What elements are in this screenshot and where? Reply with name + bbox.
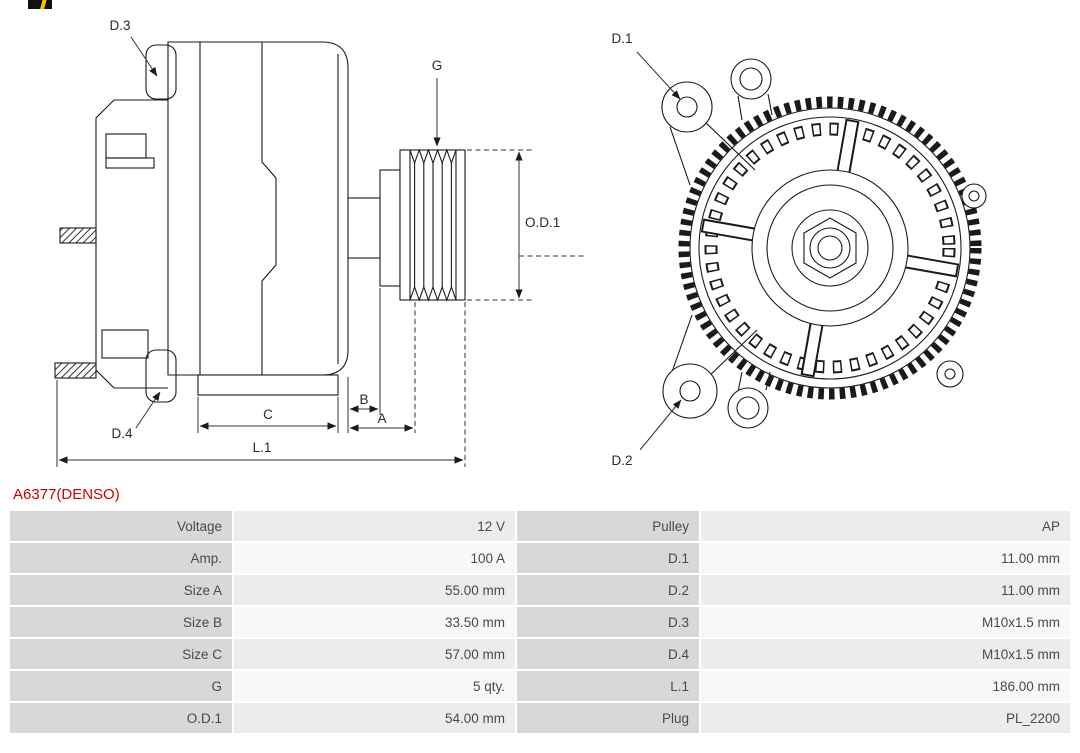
stator-teeth-ring xyxy=(678,96,982,400)
spec-row: O.D.1 54.00 mm Plug PL_2200 xyxy=(10,703,1070,733)
spec-value-cell: 33.50 mm xyxy=(234,607,515,637)
spec-value-cell: 11.00 mm xyxy=(701,543,1070,573)
dim-label-d4: D.4 xyxy=(111,426,133,441)
spec-row: Size B 33.50 mm D.3 M10x1.5 mm xyxy=(10,607,1070,637)
spec-row: G 5 qty. L.1 186.00 mm xyxy=(10,671,1070,701)
spec-value-cell: M10x1.5 mm xyxy=(701,607,1070,637)
spec-row: Amp. 100 A D.1 11.00 mm xyxy=(10,543,1070,573)
dim-label-d2: D.2 xyxy=(611,453,632,468)
alternator-diagram-svg: D.3 D.4 G O.D.1 C B A L.1 xyxy=(54,18,987,468)
spec-value-cell: 100 A xyxy=(234,543,515,573)
dim-label-d3: D.3 xyxy=(109,18,130,33)
spec-label-cell: Size A xyxy=(10,575,232,605)
spec-label-cell: L.1 xyxy=(517,671,699,701)
bottom-lug xyxy=(197,374,339,396)
technical-drawing: D.3 D.4 G O.D.1 C B A L.1 xyxy=(54,18,987,468)
spec-label-cell: Size C xyxy=(10,639,232,669)
spec-label-cell: Size B xyxy=(10,607,232,637)
spec-value-cell: 57.00 mm xyxy=(234,639,515,669)
dim-label-b: B xyxy=(359,392,368,407)
part-number: A6377(DENSO) xyxy=(13,486,120,503)
body-contour xyxy=(261,42,277,375)
mounting-ear-bottom xyxy=(145,349,177,403)
spec-row: Voltage 12 V Pulley AP xyxy=(10,511,1070,541)
spec-value-cell: PL_2200 xyxy=(701,703,1070,733)
spec-label-cell: Plug xyxy=(517,703,699,733)
spec-label-cell: O.D.1 xyxy=(10,703,232,733)
mounting-hole-d2 xyxy=(679,380,701,402)
spec-label-cell: Amp. xyxy=(10,543,232,573)
shaft xyxy=(347,197,381,259)
mounting-hole-d1 xyxy=(676,96,698,118)
spec-value-cell: 54.00 mm xyxy=(234,703,515,733)
dim-label-a: A xyxy=(377,411,386,426)
front-view xyxy=(661,58,987,429)
dim-label-od1: O.D.1 xyxy=(525,215,560,230)
side-view xyxy=(54,41,466,403)
spec-row: Size A 55.00 mm D.2 11.00 mm xyxy=(10,575,1070,605)
front-view-dimensions xyxy=(636,51,682,451)
rear-housing xyxy=(95,99,168,389)
terminal-stud-upper xyxy=(59,227,97,244)
spec-value-cell: M10x1.5 mm xyxy=(701,639,1070,669)
spec-value-cell: AP xyxy=(701,511,1070,541)
dim-label-c: C xyxy=(263,407,273,422)
spec-label-cell: G xyxy=(10,671,232,701)
spec-label-cell: D.1 xyxy=(517,543,699,573)
spec-label-cell: D.2 xyxy=(517,575,699,605)
terminal-stud-lower xyxy=(54,362,97,379)
brand-logo-fragment xyxy=(28,0,52,9)
spec-table: Voltage 12 V Pulley AP Amp. 100 A D.1 11… xyxy=(10,511,1070,733)
spec-value-cell: 5 qty. xyxy=(234,671,515,701)
dim-label-l1: L.1 xyxy=(253,440,272,455)
spec-label-cell: Voltage xyxy=(10,511,232,541)
spec-value-cell: 11.00 mm xyxy=(701,575,1070,605)
spacer-ring xyxy=(379,169,401,287)
spec-value-cell: 12 V xyxy=(234,511,515,541)
dim-label-g: G xyxy=(432,58,443,73)
spec-label-cell: D.3 xyxy=(517,607,699,637)
spec-row: Size C 57.00 mm D.4 M10x1.5 mm xyxy=(10,639,1070,669)
spec-value-cell: 186.00 mm xyxy=(701,671,1070,701)
mounting-ear-top xyxy=(145,44,177,100)
alternator-body xyxy=(167,41,349,376)
spec-value-cell: 55.00 mm xyxy=(234,575,515,605)
pulley xyxy=(399,148,466,302)
side-view-dimensions xyxy=(56,36,585,467)
dim-label-d1: D.1 xyxy=(611,31,632,46)
spec-label-cell: D.4 xyxy=(517,639,699,669)
spec-label-cell: Pulley xyxy=(517,511,699,541)
